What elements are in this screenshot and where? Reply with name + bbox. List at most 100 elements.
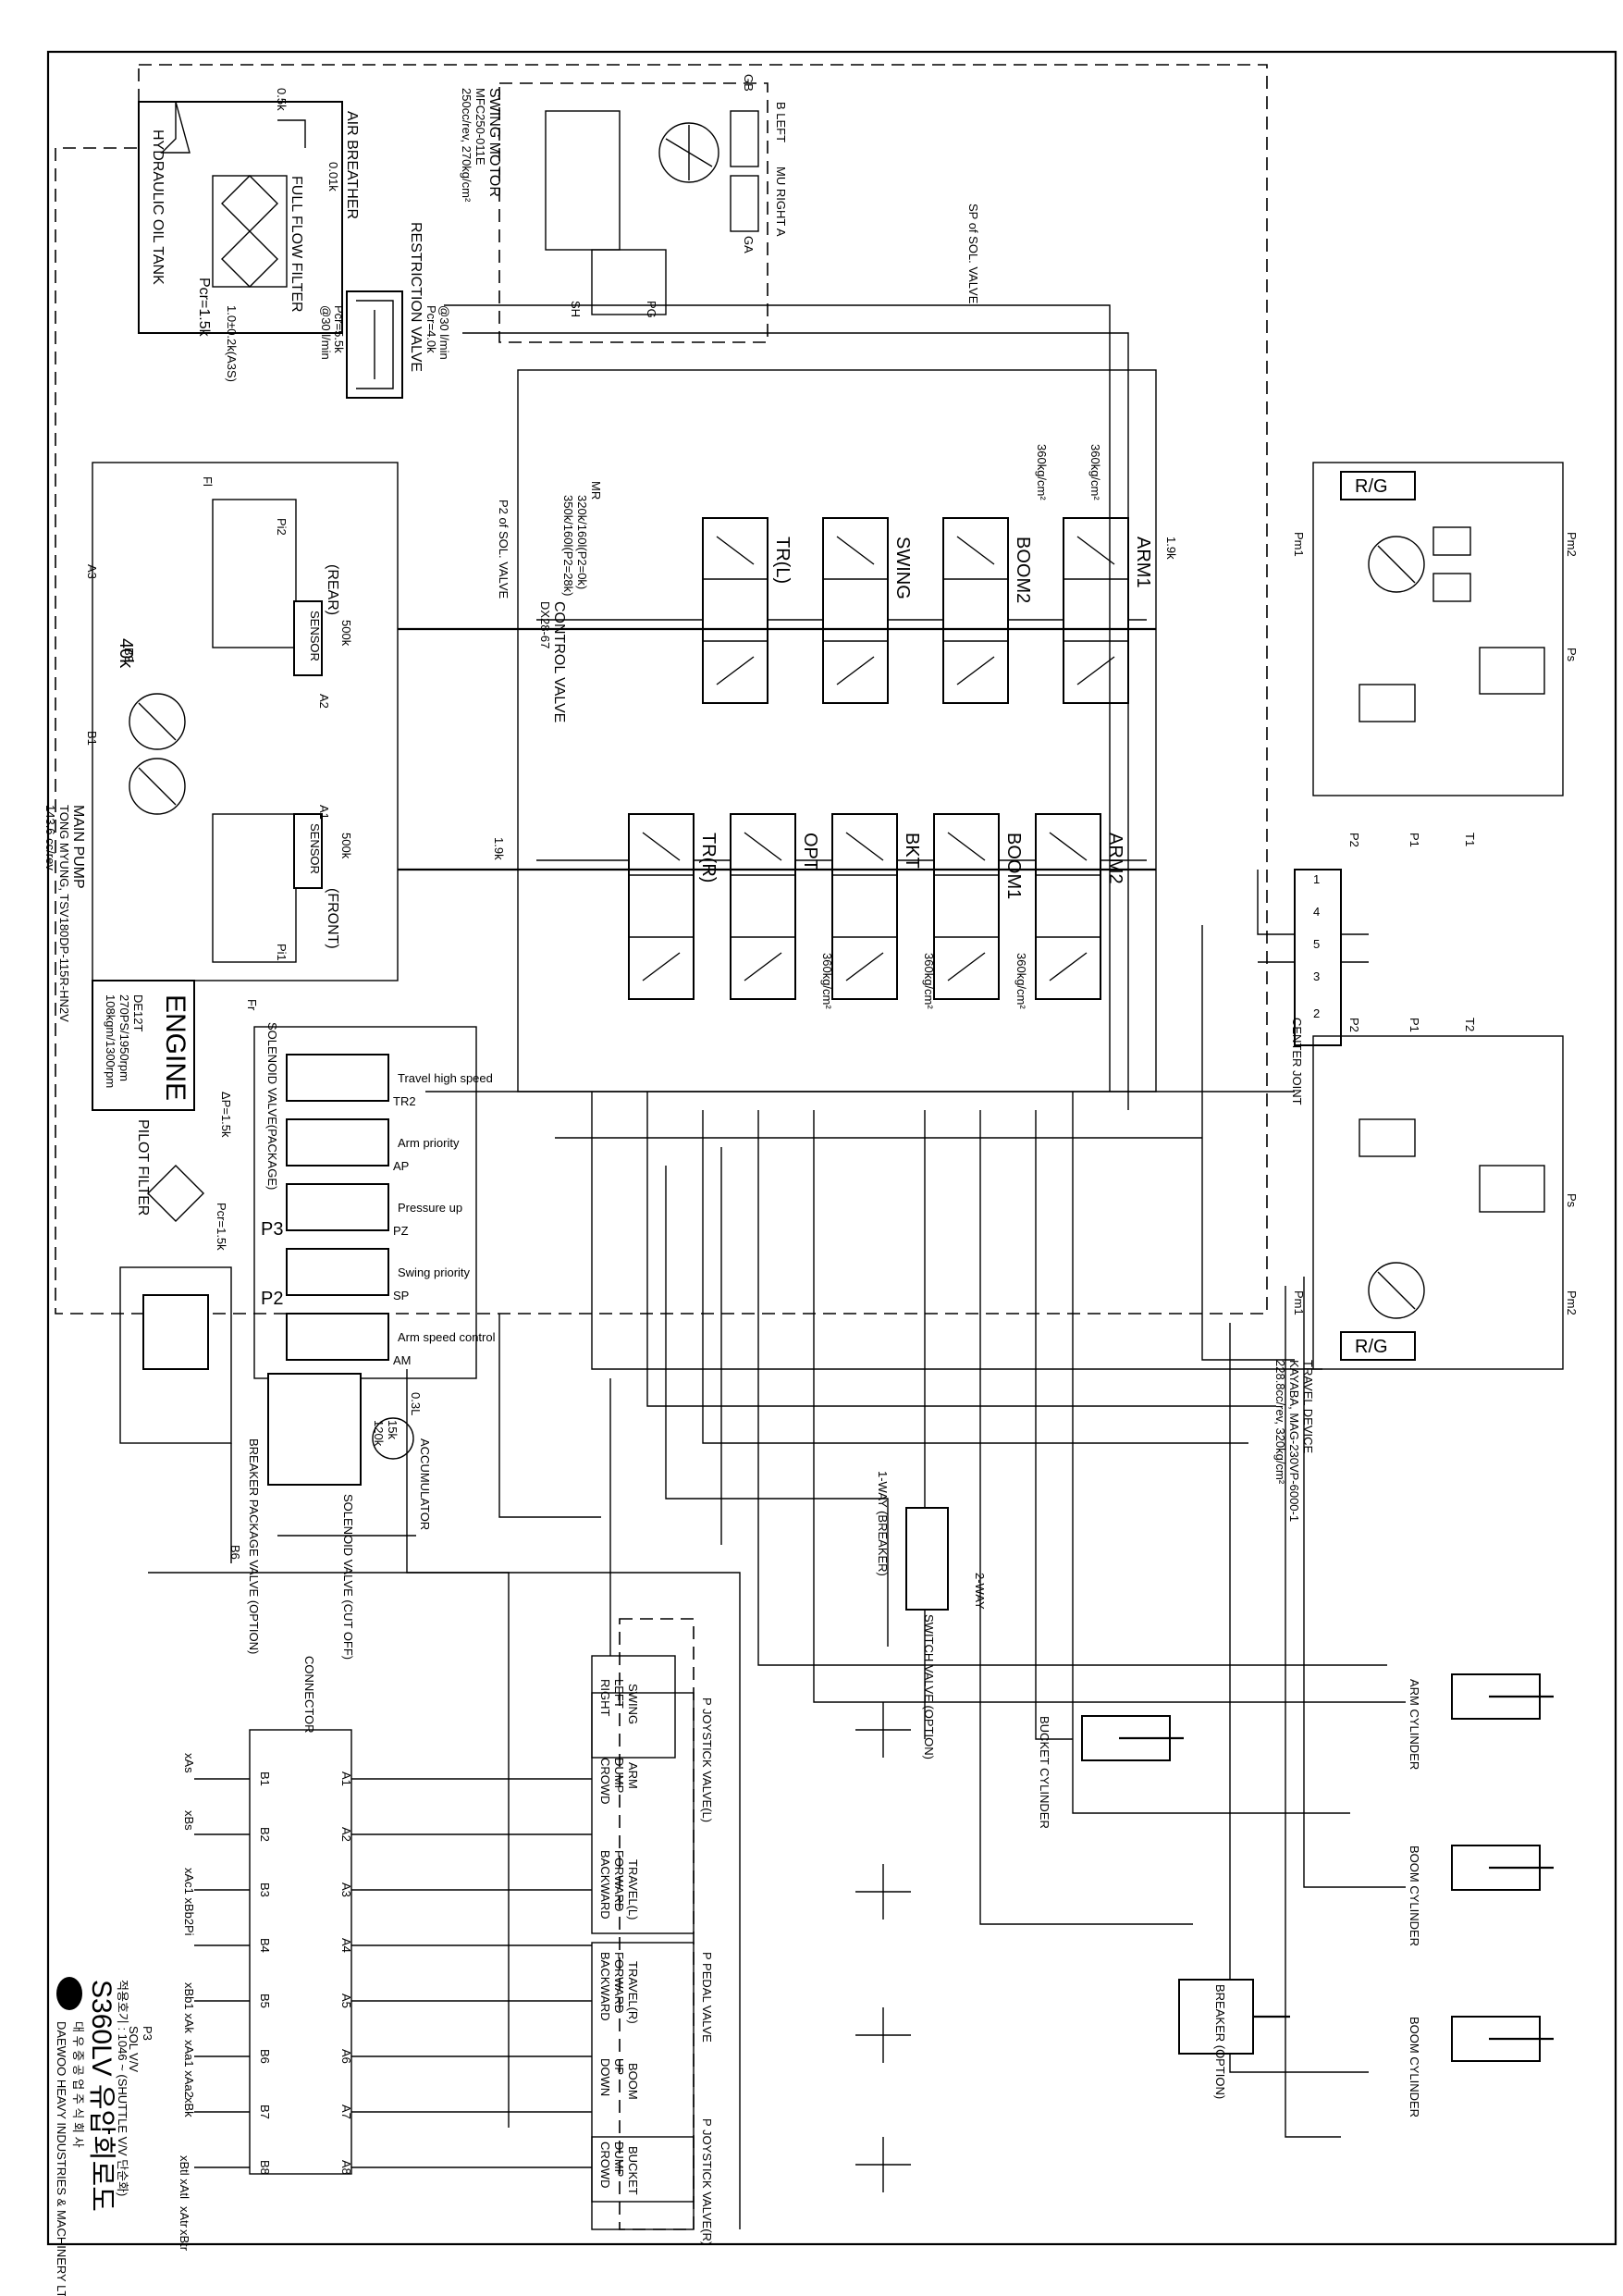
swing-ga: GA — [742, 236, 756, 253]
connector-a-port: A3 — [339, 1882, 353, 1897]
main-pump-group: SENSOR SENSOR (REAR) (FRONT) 500k 500k 4… — [43, 462, 399, 1022]
travel-lower-p2: P2 — [1347, 1018, 1361, 1032]
boom-cylinder-label-1: BOOM CYLINDER — [1408, 1845, 1421, 1946]
swing-motor-spec: 250cc/rev, 270kg/cm² — [460, 88, 473, 203]
hydraulic-lines — [148, 304, 1406, 2229]
spool-bkt: BKT — [831, 813, 922, 1000]
rv-right-label: Pcr=4.0k — [424, 305, 438, 353]
spool-label: ARM2 — [1105, 833, 1125, 884]
travel-lower-t2: T2 — [1463, 1018, 1477, 1031]
travel-upper-pm1: Pm1 — [1292, 532, 1306, 557]
engine-spec1: 270PS/1950rpm — [117, 994, 131, 1081]
conn-solvv: SOL V/V — [127, 2026, 141, 2072]
spool-arm1: ARM1 — [1063, 517, 1153, 704]
conn-right-col-3: xBtr — [178, 2229, 191, 2252]
sol-code-1: TR2 — [393, 1094, 416, 1108]
joy-travel-l: TRAVEL(L) — [626, 1859, 640, 1920]
rv-left2-label: @30 l/min — [319, 305, 333, 360]
spool-label: TR(L) — [772, 537, 793, 584]
pump-a2: A2 — [317, 694, 331, 709]
connector-x-label: xAc1 xBb2 — [182, 1868, 196, 1925]
bucket-cylinder-group: BUCKET CYLINDER — [1038, 1715, 1184, 1829]
cv-relief-4: 360kg/cm² — [922, 953, 936, 1009]
pump-500k-rear: 500k — [339, 620, 353, 647]
connector-a-port: A8 — [339, 2160, 353, 2175]
sol-code-4: SP — [393, 1289, 409, 1302]
tank-05k-label: 0.5k — [275, 88, 289, 111]
spool-trl: TR(L) — [702, 517, 793, 704]
pump-500k-front: 500k — [339, 833, 353, 859]
sol-item-1: Travel high speed — [398, 1071, 493, 1085]
cutoff-label: SOLENOID VALVE (CUT OFF) — [341, 1494, 355, 1660]
connector-box — [249, 1729, 352, 2175]
cv-mr: MR — [589, 481, 603, 500]
spool-label: OPT — [800, 833, 820, 870]
engine-label: ENGINE — [160, 994, 191, 1101]
spool-swing: SWING — [822, 517, 913, 704]
pilot-filter-label: PILOT FILTER — [135, 1119, 151, 1216]
swing-gb: GB — [742, 74, 756, 92]
joy-boom: BOOM — [626, 2063, 640, 2100]
title-company-kr: 대 우 중 공 업 주 식 회 사 — [71, 2021, 85, 2148]
joy-l-label: P JOYSTICK VALVE(L) — [700, 1697, 714, 1822]
cv-relief-3: 360kg/cm² — [820, 953, 834, 1009]
pump-a3: A3 — [85, 564, 99, 579]
cj-port-4: 4 — [1313, 905, 1320, 919]
pump-front-label: (FRONT) — [325, 888, 340, 949]
connector-x-label: Pi — [182, 1925, 196, 1936]
joy-dump: DUMP — [612, 1758, 626, 1793]
cv-mr-spec2: 350k/160l(P2=28k) — [561, 495, 575, 597]
cv-model: DX28-67 — [538, 601, 552, 648]
rv-left-label: Pcr=5.5k — [332, 305, 346, 353]
joystick-right — [591, 2136, 695, 2230]
sol-code-5: AM — [393, 1353, 412, 1367]
pilot-filter-group: PILOT FILTER ΔP=1.5k Pcr=1.5k — [135, 1092, 233, 1251]
connector-b-port: B2 — [258, 1827, 272, 1842]
cv-label: CONTROL VALVE — [551, 601, 567, 722]
travel-lower-pm2: Pm2 — [1565, 1290, 1579, 1315]
connector-x-label: xBk — [182, 2097, 196, 2117]
joy-left: LEFT — [612, 1679, 626, 1709]
swing-left: B LEFT — [774, 102, 788, 142]
pump-b3: B3 — [122, 648, 136, 662]
swing-pg: PG — [645, 301, 658, 318]
connector-a-port: A2 — [339, 1827, 353, 1842]
main-pump-label: MAIN PUMP — [70, 805, 86, 889]
connector-b-port: B3 — [258, 1882, 272, 1897]
title-block: S360LV 유압회로도 적용호기 : 1046 ~ (SHUTTLE V/V … — [55, 1977, 129, 2296]
center-joint-group: 1 4 5 3 2 CENTER JOINT — [1290, 869, 1342, 1105]
swing-motor-label: SWING MOTOR — [486, 88, 502, 197]
restriction-valve-group: RESTRICTION VALVE Pcr=5.5k @30 l/min Pcr… — [319, 222, 451, 399]
cutoff-valve — [267, 1373, 362, 1486]
connector-x-label: xBs — [182, 1810, 196, 1831]
sol-item-3: Pressure up — [398, 1201, 462, 1215]
travel-upper-rg: R/G — [1355, 476, 1388, 497]
full-flow-filter-label: FULL FLOW FILTER — [289, 176, 304, 313]
connector-b-port: B5 — [258, 1994, 272, 2008]
accumulator-label: ACCUMULATOR — [418, 1438, 432, 1530]
sol-code-2: AP — [393, 1159, 409, 1173]
swing-motor-group: SWING MOTOR MFC250-011E 250cc/rev, 270kg… — [460, 74, 788, 343]
pump-pi1: Pi1 — [275, 944, 289, 961]
pump-b1: B1 — [85, 731, 99, 746]
connector-a-port: A1 — [339, 1771, 353, 1786]
joy-r-label: P JOYSTICK VALVE(R) — [700, 2118, 714, 2245]
spool-label: TR(R) — [698, 833, 719, 883]
pump-a1: A1 — [317, 805, 331, 820]
rv-right2-label: @30 l/min — [437, 305, 451, 360]
joy-dump-r: DUMP — [612, 2142, 626, 2177]
spool-boom2: BOOM2 — [942, 517, 1033, 704]
pump-rear-label: (REAR) — [325, 564, 340, 615]
sol-item-5: Arm speed control — [398, 1330, 496, 1344]
connector-a-port: A7 — [339, 2105, 353, 2119]
main-pump-maker: TONG MYUNG, TSV180DP-115R-HN2V — [57, 805, 71, 1022]
joy-forward-l: FORWARD — [612, 1850, 626, 1911]
travel-lower-pm1: Pm1 — [1292, 1290, 1306, 1315]
breaker-label: BREAKER (OPTION) — [1213, 1984, 1227, 2099]
restriction-valve-label: RESTRICTION VALVE — [408, 222, 424, 372]
pump-fr: Fr — [245, 999, 259, 1011]
